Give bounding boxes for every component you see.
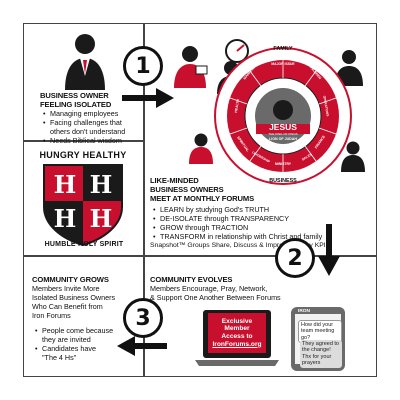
isolated-owner-icon [65,34,105,90]
forums-title-line3: MEET AT MONTHLY FORUMS [150,194,255,203]
step1-title-line1: BUSINESS OWNER [40,91,109,100]
arrow-right-icon [122,88,174,108]
step1-bullets: Managing employees Facing challenges tha… [42,109,142,145]
shield-letter: H [53,170,77,199]
gauge-icon [225,39,249,63]
shield-letter: H [89,170,113,199]
laptop-line: Member [224,325,250,333]
shield-emblem [43,164,123,247]
figure-icon [189,133,213,164]
step2-line: Members Encourage, Pray, Network, [150,284,268,293]
ring-center-band: LION OF JUDAH [269,137,297,141]
ring-bottom-label: BUSINESS [269,178,297,184]
chat-bubble-outgoing: They agreed to the change! Thx for your … [300,340,342,368]
step3-line: Members Invite More [32,284,100,293]
list-item-continuation: "The 4 Hs" [42,353,77,362]
list-item-continuation: others don't understand [50,127,126,136]
ring-segment-label: MINISTRY [274,162,292,166]
step2-title: COMMUNITY EVOLVES [150,275,233,284]
shield-letter: H [53,204,77,233]
shield-bottom-text: HUMBLE HOLY SPIRIT [44,241,124,248]
list-item: LEARN by studying God's TRUTH [152,205,374,214]
figure-icon [341,141,365,172]
list-item: Managing employees [42,109,142,118]
list-item: Needs Biblical wisdom [42,136,142,145]
laptop-link[interactable]: IronForums.org [212,340,262,348]
phone-header: IRON [298,309,310,314]
step3-line: Iron Forums [32,311,71,320]
step3-line: Who Can Benefit from [32,302,103,311]
laptop-screen[interactable]: Exclusive Member Access to IronForums.or… [208,313,266,353]
ring-center-title: JESUS [269,122,297,132]
step1-title-line2: FEELING ISOLATED [40,100,112,109]
arrow-down-icon [318,224,340,276]
list-item-continuation: they are invited [42,335,91,344]
list-item: People come because [34,326,144,335]
ring-segment-label: MAJOR ISSUE [271,62,295,66]
forums-title-line2: BUSINESS OWNERS [150,185,224,194]
figure-icon [174,46,208,88]
step2-line: & Support One Another Between Forums [150,293,281,302]
forum-ring [214,47,352,185]
laptop-line: Exclusive [221,317,253,325]
step3-line: Isolated Business Owners [32,293,116,302]
ring-top-label: FAMILY [273,46,293,52]
step-number-2: 2 [275,238,315,278]
step-number-1: 1 [123,46,163,86]
list-item: Candidates have [34,344,144,353]
list-item: TRANSFORM in relationship with Christ an… [152,232,374,241]
list-item: Facing challenges that [42,118,142,127]
step3-title: COMMUNITY GROWS [32,275,109,284]
laptop-line: Access to [221,333,253,340]
forums-title-line1: LIKE-MINDED [150,176,199,185]
forums-bullets: LEARN by studying God's TRUTH DE-ISOLATE… [152,205,374,241]
step3-bullets: People come because they are invited Can… [34,326,144,362]
shield-letter: H [89,204,113,233]
ring-center-sub: THE KING OF KINGS [268,132,298,136]
list-item: DE-ISOLATE through TRANSPARENCY [152,214,374,223]
list-item: GROW through TRACTION [152,223,374,232]
forums-footer: Snapshot™ Groups Share, Discuss & Improv… [150,242,330,249]
shield-top-text: HUNGRY HEALTHY [39,150,127,160]
